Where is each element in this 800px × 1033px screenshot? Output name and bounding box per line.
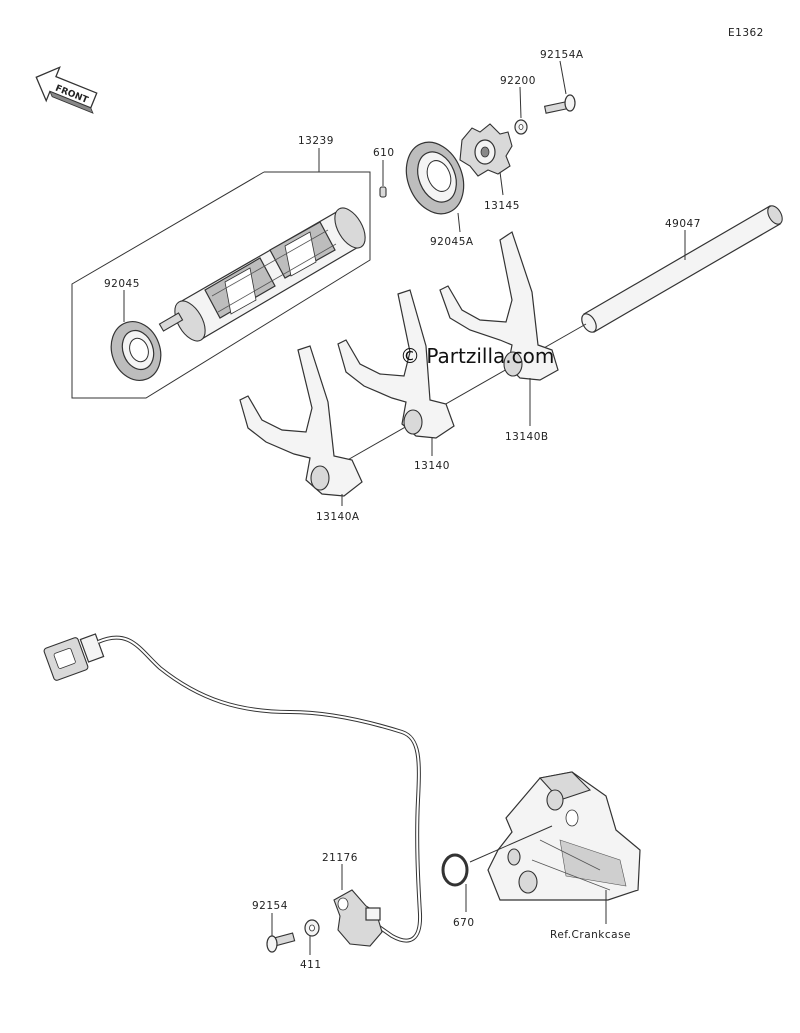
fork-13140A	[239, 345, 363, 497]
bolt-92154A	[543, 94, 576, 114]
sensor-connector	[43, 633, 105, 681]
crankcase	[487, 771, 641, 901]
label-13140A: 13140A	[316, 511, 360, 523]
crankcase-axis-line	[469, 825, 553, 863]
label-21176: 21176	[322, 852, 358, 864]
fork-13140	[337, 289, 455, 439]
watermark: © Partzilla.com	[400, 344, 554, 368]
label-92154A: 92154A	[540, 49, 584, 61]
label-411: 411	[300, 959, 322, 971]
label-92154: 92154	[252, 900, 288, 912]
sensor-wire	[97, 635, 423, 943]
label-13239: 13239	[298, 135, 334, 147]
label-49047: 49047	[665, 218, 701, 230]
star-gear-13145	[459, 123, 513, 177]
front-arrow-icon: FRONT	[35, 66, 98, 114]
diagram-code: E1362	[728, 27, 764, 39]
label-92045A: 92045A	[430, 236, 474, 248]
label-92045: 92045	[104, 278, 140, 290]
bearing-92045A	[405, 141, 465, 215]
label-610: 610	[373, 147, 395, 159]
label-92200: 92200	[500, 75, 536, 87]
label-670: 670	[453, 917, 475, 929]
shift-drum-13239	[158, 207, 366, 342]
label-13140B: 13140B	[505, 431, 549, 443]
bolt-92154	[266, 932, 296, 953]
label-ref-crankcase: Ref.Crankcase	[550, 929, 631, 941]
drum-assembly-outline	[71, 171, 371, 399]
shaft-49047	[581, 205, 783, 333]
sensor-21176	[333, 889, 383, 947]
pin-610	[379, 186, 387, 198]
fork-13140B	[439, 231, 559, 381]
label-13140: 13140	[414, 460, 450, 472]
oring-670	[441, 853, 469, 887]
label-13145: 13145	[484, 200, 520, 212]
bearing-92045	[110, 321, 162, 381]
